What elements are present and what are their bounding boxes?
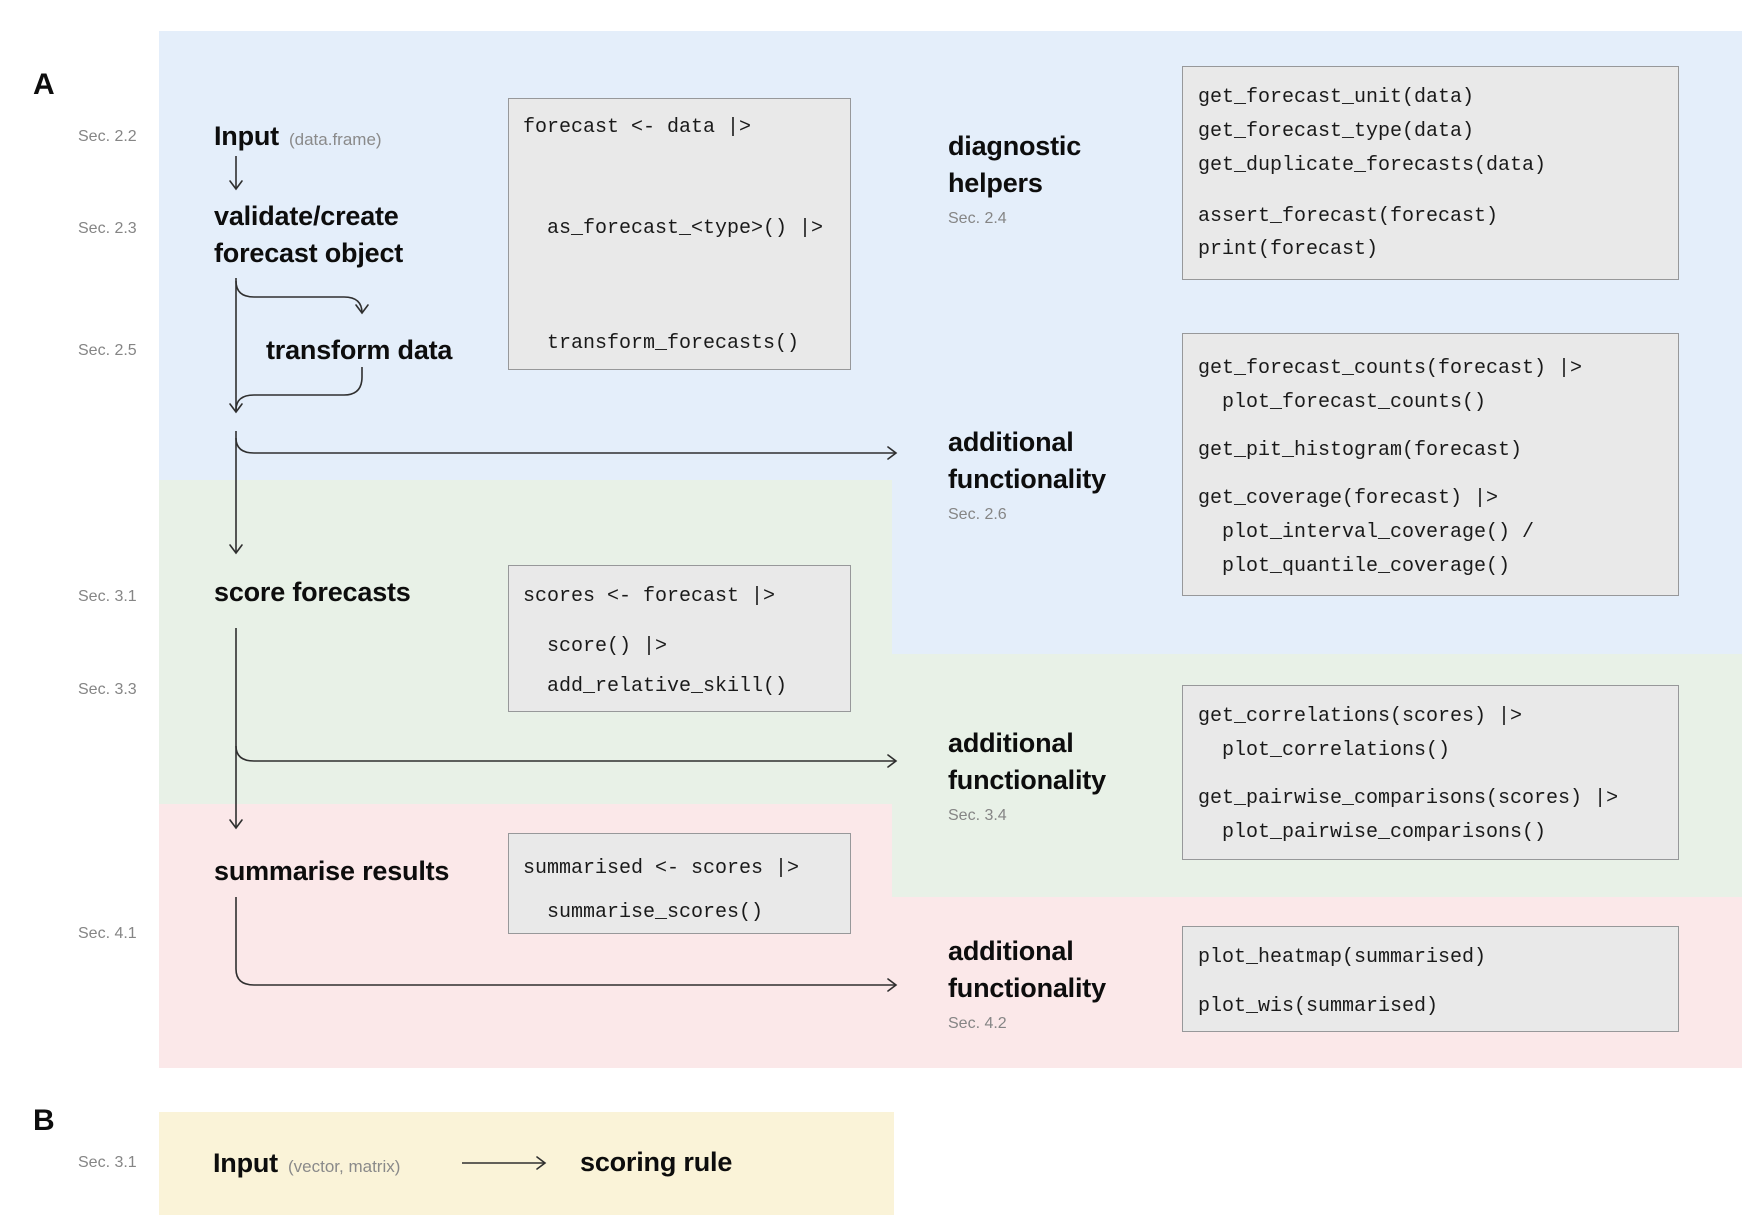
code-box-create-pipeline: forecast <- data |> as_forecast_<type>()… [508, 98, 851, 370]
code-line: plot_wis(summarised) [1198, 995, 1439, 1018]
node-input-type: (data.frame) [288, 130, 382, 149]
code-line: plot_quantile_coverage() [1198, 555, 1511, 578]
code-line: get_forecast_unit(data) [1198, 86, 1475, 109]
section-ref-4-1: Sec. 4.1 [78, 925, 137, 942]
code-line: plot_heatmap(summarised) [1198, 946, 1487, 969]
code-line: plot_interval_coverage() / [1198, 521, 1535, 544]
node-input-b-type: (vector, matrix) [287, 1157, 401, 1176]
code-line: get_duplicate_forecasts(data) [1198, 154, 1547, 177]
panel-b-label: B [33, 1104, 55, 1137]
heading-addfunc-2-6: additional functionality Sec. 2.6 [948, 424, 1106, 525]
code-line: summarised <- scores |> [523, 857, 800, 880]
node-validate: validate/create forecast object [214, 198, 403, 272]
node-validate-line2: forecast object [214, 238, 404, 268]
code-line: print(forecast) [1198, 238, 1379, 261]
node-input-b: Input (vector, matrix) [213, 1144, 400, 1186]
heading-addfunc-3-4: additional functionality Sec. 3.4 [948, 725, 1106, 826]
code-line: scores <- forecast |> [523, 585, 776, 608]
section-ref-2-3: Sec. 2.3 [78, 220, 137, 237]
code-box-addfunc-2-6: get_forecast_counts(forecast) |> plot_fo… [1182, 333, 1679, 596]
code-line: assert_forecast(forecast) [1198, 205, 1499, 228]
heading-line: additional [948, 427, 1074, 457]
heading-diagnostic-helpers: diagnostic helpers Sec. 2.4 [948, 128, 1081, 229]
heading-line: diagnostic [948, 131, 1082, 161]
node-transform: transform data [266, 335, 453, 365]
section-ref-3-1: Sec. 3.1 [78, 588, 137, 605]
code-line: plot_pairwise_comparisons() [1198, 821, 1547, 844]
section-ref-3-3: Sec. 3.3 [78, 681, 137, 698]
node-input-label: Input [214, 121, 279, 151]
node-scoring-rule: scoring rule [580, 1147, 733, 1177]
code-box-score-pipeline: scores <- forecast |> score() |> add_rel… [508, 565, 851, 712]
heading-line: functionality [948, 765, 1106, 795]
node-validate-line1: validate/create [214, 201, 399, 231]
heading-addfunc-4-2: additional functionality Sec. 4.2 [948, 933, 1106, 1034]
section-ref-2-2: Sec. 2.2 [78, 128, 137, 145]
section-ref-4-2: Sec. 4.2 [948, 1015, 1007, 1032]
code-box-addfunc-3-4: get_correlations(scores) |> plot_correla… [1182, 685, 1679, 860]
section-ref-2-6: Sec. 2.6 [948, 506, 1007, 523]
section-ref-b-3-1: Sec. 3.1 [78, 1154, 137, 1171]
heading-line: additional [948, 728, 1074, 758]
heading-line: additional [948, 936, 1074, 966]
code-line: get_coverage(forecast) |> [1198, 487, 1499, 510]
heading-line: functionality [948, 464, 1106, 494]
node-summarise: summarise results [214, 856, 450, 886]
code-line: forecast <- data |> [523, 116, 752, 139]
heading-line: helpers [948, 168, 1043, 198]
code-line: plot_forecast_counts() [1198, 391, 1487, 414]
code-box-summarise-pipeline: summarised <- scores |> summarise_scores… [508, 833, 851, 934]
code-line: add_relative_skill() [523, 675, 788, 698]
code-line: get_pairwise_comparisons(scores) |> [1198, 787, 1619, 810]
heading-line: functionality [948, 973, 1106, 1003]
node-input-b-label: Input [213, 1148, 278, 1178]
code-box-diagnostic-helpers: get_forecast_unit(data) get_forecast_typ… [1182, 66, 1679, 280]
panel-a-label: A [33, 68, 55, 101]
code-line: get_pit_histogram(forecast) [1198, 439, 1523, 462]
node-score: score forecasts [214, 577, 411, 607]
code-line: get_correlations(scores) |> [1198, 705, 1523, 728]
section-ref-3-4: Sec. 3.4 [948, 807, 1007, 824]
section-ref-2-5: Sec. 2.5 [78, 342, 137, 359]
code-line: get_forecast_counts(forecast) |> [1198, 357, 1583, 380]
node-input: Input (data.frame) [214, 117, 382, 159]
code-line: score() |> [523, 635, 668, 658]
code-box-addfunc-4-2: plot_heatmap(summarised) plot_wis(summar… [1182, 926, 1679, 1032]
code-line: transform_forecasts() [523, 332, 800, 355]
section-ref-2-4: Sec. 2.4 [948, 210, 1007, 227]
code-line: summarise_scores() [523, 901, 764, 924]
code-line: plot_correlations() [1198, 739, 1451, 762]
code-line: get_forecast_type(data) [1198, 120, 1475, 143]
code-line: as_forecast_<type>() |> [523, 217, 824, 240]
